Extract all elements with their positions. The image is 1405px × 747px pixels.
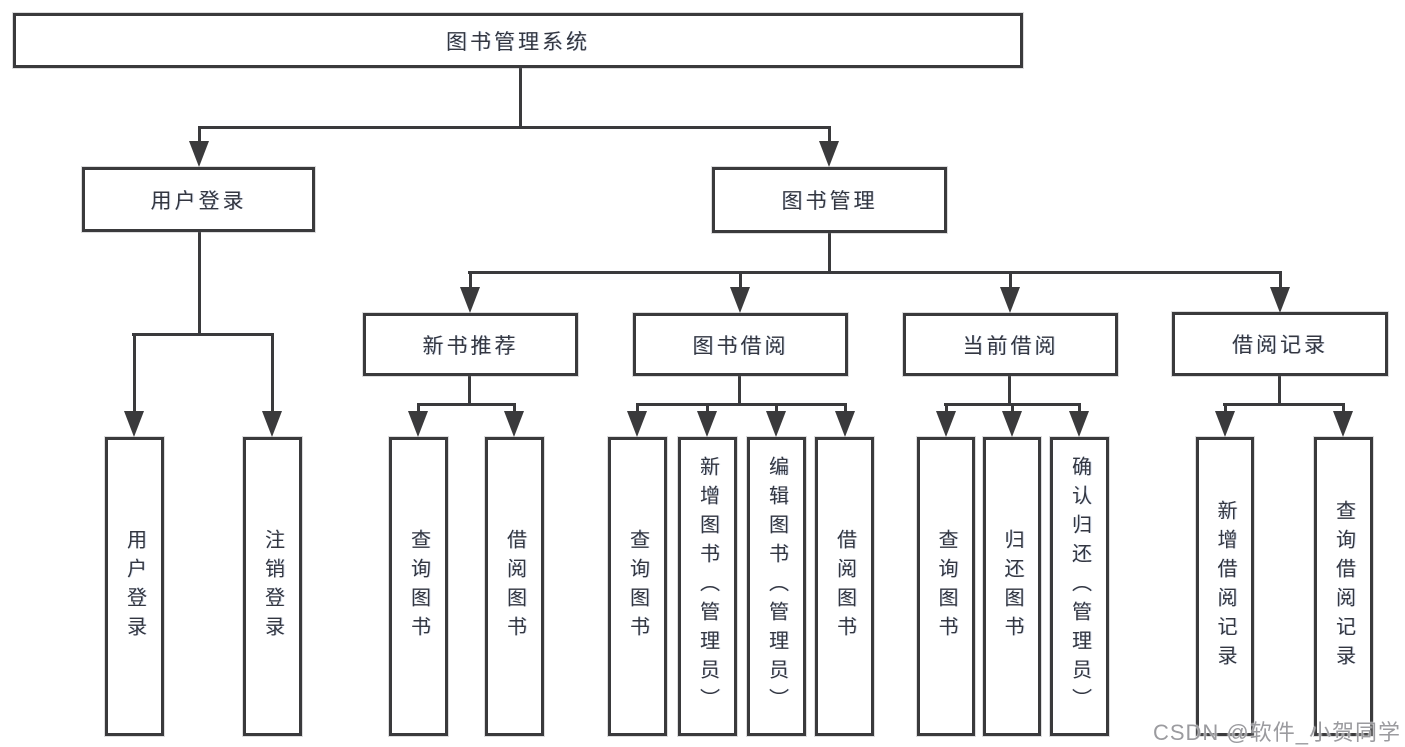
connector-level2-hline — [468, 271, 1282, 274]
leaf-add-books-admin: 新增图书（管理员） — [678, 437, 737, 736]
connector-userlogin-hline — [132, 333, 274, 336]
connector-leaf-cbquery-stem — [945, 403, 948, 413]
node-book-borrow-label: 图书借阅 — [692, 334, 789, 358]
connector-newbookrec-hline — [417, 403, 516, 406]
node-current-borrow-label: 当前借阅 — [962, 334, 1059, 358]
connector-leaf-cbconfirm-stem — [1078, 403, 1081, 413]
arrowhead-leaf-cbquery — [936, 411, 956, 437]
connector-borrowrecord-stem — [1278, 376, 1281, 406]
leaf-add-borrow-record-label: 新增借阅记录 — [1214, 499, 1236, 674]
connector-leaf-bbedit-stem — [775, 403, 778, 413]
connector-level1-hline — [198, 126, 831, 129]
connector-bookmgmt-arrow-stem — [828, 126, 831, 143]
connector-borrowrecord-arrow-stem — [1279, 271, 1282, 289]
arrowhead-leaf-bbquery — [627, 411, 647, 437]
arrowhead-leaf-cbconfirm — [1069, 411, 1089, 437]
node-book-management: 图书管理 — [712, 167, 947, 233]
leaf-recommend-borrow-books-label: 借阅图书 — [503, 528, 526, 645]
connector-userlogin-arrow-stem — [198, 126, 201, 143]
node-user-login: 用户登录 — [82, 167, 315, 232]
leaf-confirm-return-admin-label: 确认归还（管理员） — [1068, 456, 1091, 717]
connector-leaf-brquery-stem — [1342, 403, 1345, 413]
leaf-borrow-query-books-label: 查询图书 — [626, 528, 649, 645]
connector-leaf-bbadd-stem — [706, 403, 709, 413]
leaf-borrow-query-books: 查询图书 — [608, 437, 667, 736]
leaf-current-query-books: 查询图书 — [917, 437, 975, 736]
node-book-borrow: 图书借阅 — [633, 313, 848, 376]
leaf-return-books-label: 归还图书 — [1001, 528, 1023, 645]
arrowhead-leaf-logout — [262, 411, 282, 437]
leaf-add-borrow-record: 新增借阅记录 — [1196, 437, 1254, 736]
arrowhead-leaf-recborrow — [504, 411, 524, 437]
connector-leaf-bbborrow-stem — [844, 403, 847, 413]
connector-leaf-logout-stem — [271, 333, 274, 413]
connector-root-stem — [519, 68, 522, 129]
arrowhead-borrowrecord — [1270, 287, 1290, 313]
arrowhead-currentborrow — [1000, 287, 1020, 313]
leaf-current-query-books-label: 查询图书 — [935, 528, 957, 645]
arrowhead-userlogin — [189, 141, 209, 167]
leaf-return-books: 归还图书 — [983, 437, 1041, 736]
leaf-borrow-books-label: 借阅图书 — [833, 528, 856, 645]
leaf-logout-label: 注销登录 — [261, 528, 284, 645]
node-root: 图书管理系统 — [13, 13, 1023, 68]
node-borrow-record: 借阅记录 — [1172, 312, 1388, 376]
arrowhead-bookmgmt — [819, 141, 839, 167]
connector-currentborrow-stem — [1008, 376, 1011, 406]
node-book-management-label: 图书管理 — [781, 190, 878, 213]
arrowhead-bookborrow — [730, 287, 750, 313]
arrowhead-leaf-bradd — [1215, 411, 1235, 437]
arrowhead-leaf-cbreturn — [1002, 411, 1022, 437]
leaf-query-borrow-record: 查询借阅记录 — [1314, 437, 1373, 736]
node-new-book-recommend: 新书推荐 — [363, 313, 578, 376]
csdn-watermark: CSDN @软件_小贺同学 — [1152, 720, 1401, 745]
leaf-logout: 注销登录 — [243, 437, 302, 736]
arrowhead-newbookrec — [460, 287, 480, 313]
connector-leaf-cbreturn-stem — [1011, 403, 1014, 413]
connector-currentborrow-arrow-stem — [1009, 271, 1012, 289]
leaf-user-login-label: 用户登录 — [123, 528, 146, 645]
node-new-book-recommend-label: 新书推荐 — [422, 334, 519, 358]
arrowhead-leaf-bbborrow — [835, 411, 855, 437]
leaf-edit-books-admin: 编辑图书（管理员） — [747, 437, 806, 736]
connector-borrowrecord-hline — [1223, 403, 1345, 406]
connector-leaf-recborrow-stem — [513, 403, 516, 413]
connector-leaf-bradd-stem — [1224, 403, 1227, 413]
leaf-recommend-query-books: 查询图书 — [389, 437, 448, 736]
leaf-user-login: 用户登录 — [105, 437, 164, 736]
arrowhead-leaf-brquery — [1333, 411, 1353, 437]
connector-bookborrow-arrow-stem — [739, 271, 742, 289]
connector-leaf-login-stem — [133, 333, 136, 413]
leaf-recommend-query-books-label: 查询图书 — [407, 528, 430, 645]
connector-newbookrec-arrow-stem — [469, 271, 472, 289]
node-borrow-record-label: 借阅记录 — [1232, 334, 1328, 357]
connector-bookmgmt-stem — [828, 232, 831, 274]
connector-leaf-bbquery-stem — [636, 403, 639, 413]
arrowhead-leaf-bbadd — [697, 411, 717, 437]
leaf-borrow-books: 借阅图书 — [815, 437, 874, 736]
leaf-recommend-borrow-books: 借阅图书 — [485, 437, 544, 736]
leaf-edit-books-admin-label: 编辑图书（管理员） — [765, 456, 788, 717]
connector-newbookrec-stem — [468, 376, 471, 406]
leaf-add-books-admin-label: 新增图书（管理员） — [696, 456, 719, 717]
arrowhead-leaf-recquery — [408, 411, 428, 437]
leaf-query-borrow-record-label: 查询借阅记录 — [1332, 499, 1355, 674]
arrowhead-leaf-bbedit — [766, 411, 786, 437]
node-current-borrow: 当前借阅 — [903, 313, 1118, 376]
leaf-confirm-return-admin: 确认归还（管理员） — [1050, 437, 1109, 736]
node-root-label: 图书管理系统 — [446, 30, 590, 54]
connector-bookborrow-stem — [738, 376, 741, 406]
connector-leaf-recquery-stem — [417, 403, 420, 413]
arrowhead-leaf-login — [124, 411, 144, 437]
node-user-login-label: 用户登录 — [150, 189, 247, 213]
connector-bookborrow-hline — [636, 403, 847, 406]
connector-userlogin-stem — [198, 232, 201, 336]
